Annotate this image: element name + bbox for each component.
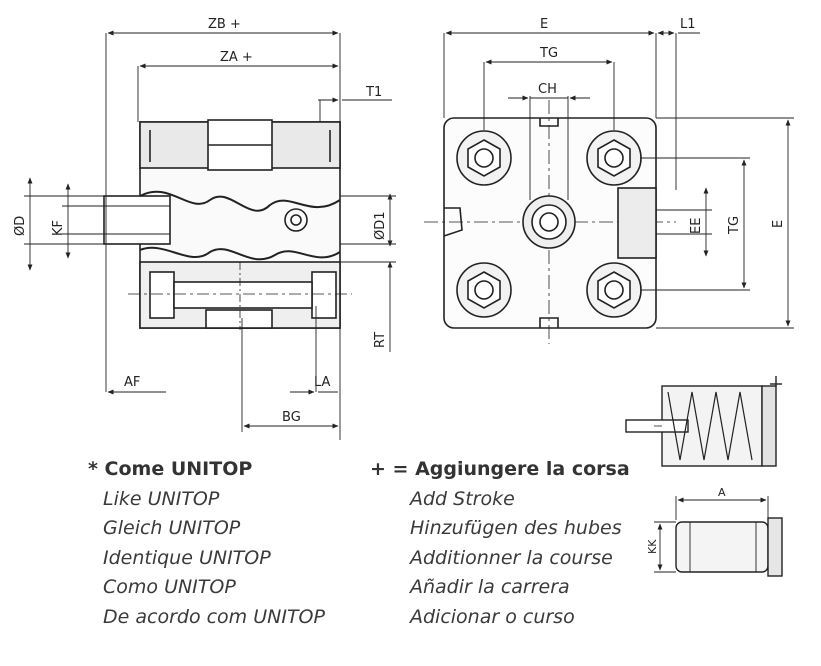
dim-af: AF <box>124 375 140 390</box>
legend-right-line: Hinzufügen des hubes <box>410 517 622 539</box>
dim-a: A <box>718 486 726 499</box>
tube-dimension-lines <box>654 496 769 573</box>
spring-cylinder-sketch <box>625 376 782 467</box>
dim-l1: L1 <box>680 17 696 32</box>
right-view-labels: E L1 TG CH EE TG E <box>538 17 786 235</box>
dim-kk: KK <box>646 539 659 554</box>
legend-add-stroke: + = Aggiungere la corsa Add Stroke Hinzu… <box>370 455 630 632</box>
tube-sketch <box>675 517 783 577</box>
dim-za: ZA + <box>220 50 253 65</box>
dim-kf: KF <box>51 220 66 236</box>
cylinder-front-view <box>424 100 676 344</box>
bolt-top-right <box>586 130 642 186</box>
bolt-bottom-right <box>586 262 642 318</box>
legend-right-line: Add Stroke <box>410 487 515 510</box>
dim-la: LA <box>314 375 331 390</box>
legend-left-line: Like UNITOP <box>103 487 220 510</box>
dim-tg-top: TG <box>539 46 558 61</box>
dim-zb: ZB + <box>208 17 241 32</box>
dim-rt: RT <box>373 332 388 348</box>
bolt-top-left <box>456 130 512 186</box>
legend-left-header: * Come UNITOP <box>88 458 253 480</box>
dim-e-side: E <box>771 220 786 228</box>
dim-e-top: E <box>540 17 548 32</box>
rod-end <box>522 195 576 249</box>
legend-left-line: Gleich UNITOP <box>103 517 241 539</box>
right-view-dimension-lines <box>443 30 794 329</box>
dim-ch: CH <box>538 82 557 97</box>
cylinder-side-section <box>103 119 352 330</box>
legend-right-line: Añadir la carrera <box>410 576 570 598</box>
dim-ee: EE <box>689 218 704 234</box>
legend-right-header: + = Aggiungere la corsa <box>370 458 630 480</box>
legend-right-line: Additionner la course <box>410 546 613 569</box>
bolt-bottom-left <box>456 262 512 318</box>
left-view-dimension-lines <box>24 30 396 440</box>
dim-bg: BG <box>282 410 301 425</box>
dim-t1: T1 <box>365 85 382 100</box>
dim-d: ØD <box>13 216 28 236</box>
dim-d1: ØD1 <box>373 211 388 240</box>
left-view-labels: ZB + ZA + T1 ØD KF ØD1 RT AF LA BG <box>13 17 388 425</box>
legend-right-line: Adicionar o curso <box>410 605 575 628</box>
dim-tg-side: TG <box>727 216 742 235</box>
legend-left-line: Identique UNITOP <box>103 546 271 569</box>
legend-same-as-unitop: * Come UNITOP Like UNITOP Gleich UNITOP … <box>88 455 325 632</box>
legend-left-line: Como UNITOP <box>103 576 236 598</box>
legend-left-line: De acordo com UNITOP <box>103 605 325 628</box>
